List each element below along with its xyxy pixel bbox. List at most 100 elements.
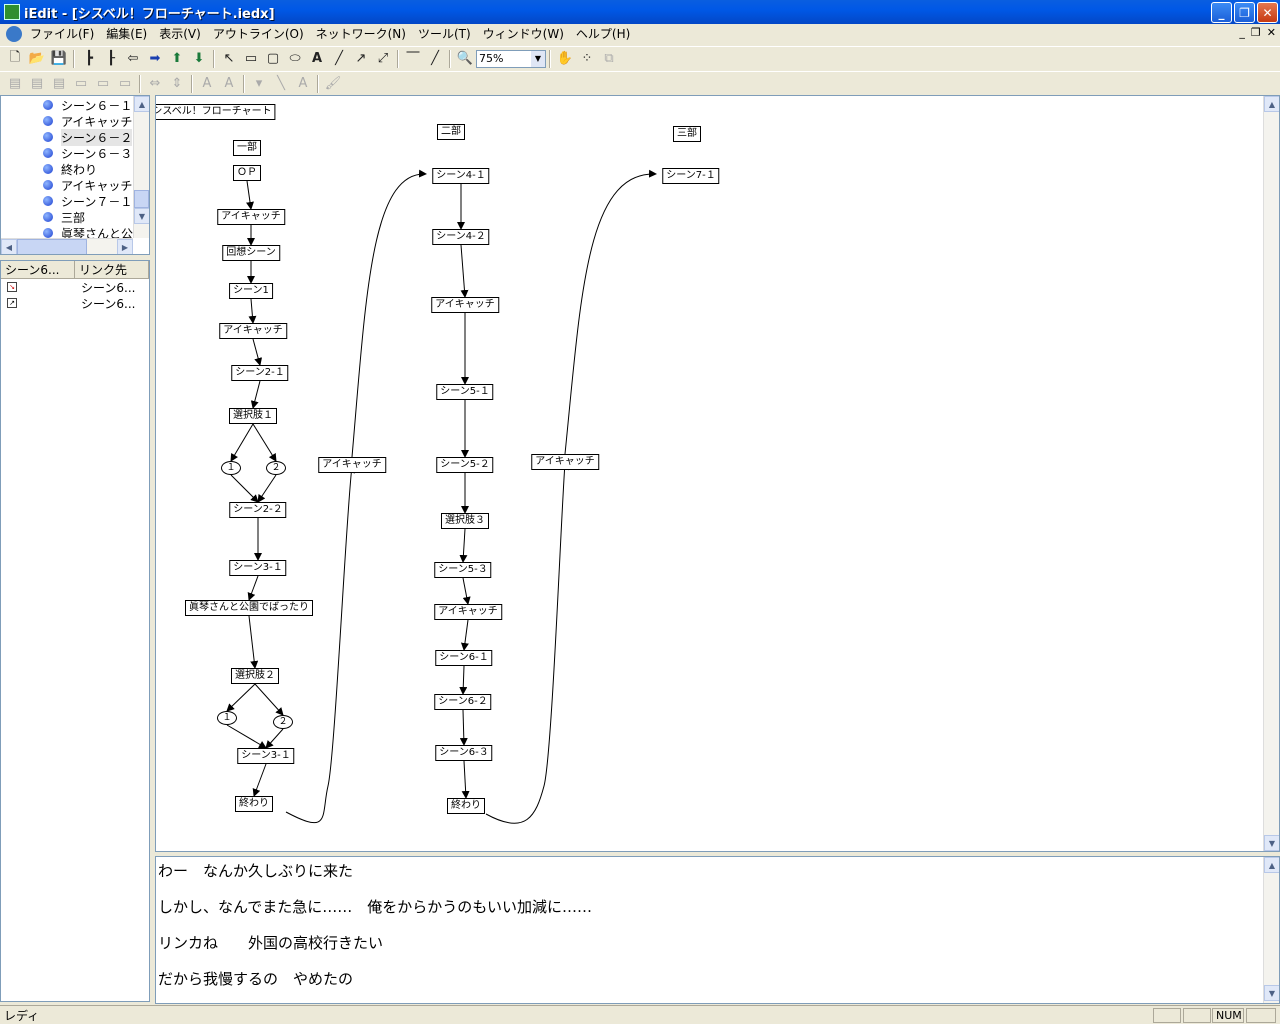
align-left-icon[interactable]: ▤ [8,76,22,91]
link-row[interactable]: ↗ シーン6... [1,295,149,311]
diagram-node[interactable]: シーン5-２ [436,457,494,473]
line-style-icon[interactable]: ⎺ [406,51,420,66]
add-child-icon[interactable]: ┣ [85,51,93,66]
menu-edit[interactable]: 編集(E) [106,27,148,41]
edge[interactable] [564,169,657,455]
menu-window[interactable]: ウィンドウ(W) [482,27,564,41]
line-width-icon[interactable]: ╱ [431,51,439,66]
link-col-source[interactable]: シーン6... [1,261,75,278]
edge[interactable] [351,169,427,458]
edge[interactable] [252,338,263,366]
diagram-node[interactable]: シーン3-１ [229,560,287,576]
diagram-node[interactable]: ＯＰ [233,165,261,181]
align-right-icon[interactable]: ▤ [52,76,66,91]
line-tool-icon[interactable]: ╱ [335,51,343,66]
tree-item[interactable]: アイキャッチ [1,113,132,129]
font-shrink-icon[interactable]: A [224,76,234,91]
edge[interactable] [248,298,257,324]
ellipse-tool-icon[interactable]: ⬭ [289,51,301,66]
menu-view[interactable]: 表示(V) [159,27,201,41]
double-arrow-tool-icon[interactable]: ⤢ [377,51,389,66]
edge[interactable] [265,728,284,749]
edge[interactable] [459,528,468,563]
choice-node[interactable]: ２ [273,715,293,729]
diagram-node[interactable]: アイキャッチ [434,604,502,620]
edge[interactable] [252,763,267,797]
choice-node[interactable]: １ [221,461,241,475]
diagram-node[interactable]: シーン2-２ [229,502,287,518]
mdi-minimize-button[interactable]: _ [1239,26,1245,39]
tree-item[interactable]: シーン６－２ [1,128,133,146]
arrow-left-icon[interactable]: ⇦ [127,51,139,66]
same-height-icon[interactable]: ⇕ [171,76,183,91]
text-editor[interactable]: わー なんか久しぶりに来た しかし、なんでまた急に…… 俺をからかうのもいい加減… [155,856,1280,1004]
diagram-node[interactable]: 眞琴さんと公園でばったり [185,600,313,616]
diagram-node[interactable]: シーン5-１ [436,384,494,400]
edge[interactable] [459,665,468,695]
edge[interactable] [230,474,259,503]
diagram-node[interactable]: シーン5-３ [434,562,492,578]
lasso-icon[interactable]: ⁘ [581,51,593,66]
edge[interactable] [459,709,468,746]
diagram-node[interactable]: シーン6-２ [434,694,492,710]
diagram-node[interactable]: シーン6-３ [435,745,493,761]
close-button[interactable]: ✕ [1257,2,1278,23]
align-top-icon[interactable]: ▭ [74,76,88,91]
part-label[interactable]: 二部 [437,124,465,140]
link-list[interactable]: シーン6... リンク先 ↘ シーン6... ↗ シーン6... [0,260,150,1002]
menu-outline[interactable]: アウトライン(O) [212,27,304,41]
arrow-down-icon[interactable]: ⬇ [193,51,205,66]
edge[interactable] [226,683,256,712]
diagram-node[interactable]: アイキャッチ [318,457,386,473]
rectangle-tool-icon[interactable]: ▭ [244,51,258,66]
arrow-line-tool-icon[interactable]: ↗ [355,51,367,66]
edge[interactable] [230,423,254,462]
tree-item[interactable]: 三部 [1,209,85,225]
diagram-node[interactable]: シーン4-１ [432,168,490,184]
add-sibling-icon[interactable]: ┠ [107,51,115,66]
diagram-node[interactable]: 選択肢３ [441,513,489,529]
text-vscrollbar[interactable]: ▲ ▼ [1263,857,1279,1003]
diagram-node[interactable]: アイキャッチ [531,454,599,470]
diagram-node[interactable]: 選択肢１ [229,408,277,424]
link-row[interactable]: ↘ シーン6... [1,279,149,295]
mdi-close-button[interactable]: ✕ [1266,26,1276,39]
edge[interactable] [252,423,277,462]
align-middle-icon[interactable]: ▭ [96,76,110,91]
layer-icon[interactable]: ⧉ [604,51,614,66]
zoom-select[interactable]: 75%▼ [476,49,546,68]
diagram-node[interactable]: シーン1 [229,283,273,299]
tree-item[interactable]: 眞琴さんと公 [1,225,133,241]
minimize-button[interactable]: _ [1211,2,1232,23]
edge[interactable] [462,577,471,605]
edge[interactable] [460,619,469,651]
diagram-title[interactable]: シスベル！フローチャート [156,104,276,120]
hand-pan-icon[interactable]: ✋ [556,51,574,66]
format-brush-icon[interactable]: 🖌 [324,76,342,91]
diagram-node[interactable]: シーン3-１ [237,748,295,764]
diagram-node[interactable]: アイキャッチ [219,323,287,339]
save-icon[interactable]: 💾 [50,51,68,66]
canvas-vscrollbar[interactable]: ▲ ▼ [1263,96,1279,851]
select-pointer-icon[interactable]: ↖ [223,51,235,66]
tree-item[interactable]: シーン６－３ [1,145,132,161]
arrow-up-icon[interactable]: ⬆ [171,51,183,66]
tree-item[interactable]: アイキャッチ [1,177,132,193]
new-file-icon[interactable]: 🗋 [9,49,21,65]
diagram-node[interactable]: シーン6-１ [435,650,493,666]
diagram-node[interactable]: 終わり [447,798,485,814]
font-grow-icon[interactable]: A [202,76,212,91]
tree-item[interactable]: シーン６－１ [1,97,132,113]
diagram-node[interactable]: 回想シーン [222,245,280,261]
font-color-icon[interactable]: A [298,76,308,91]
line-color-icon[interactable]: ╲ [277,76,285,91]
mdi-restore-button[interactable]: ❐ [1250,26,1261,39]
edge[interactable] [248,615,259,669]
diagram-node[interactable]: 終わり [235,796,273,812]
diagram-node[interactable]: シーン2-１ [231,365,289,381]
align-bottom-icon[interactable]: ▭ [118,76,132,91]
choice-node[interactable]: ２ [266,461,286,475]
chevron-down-icon[interactable]: ▼ [531,50,545,67]
